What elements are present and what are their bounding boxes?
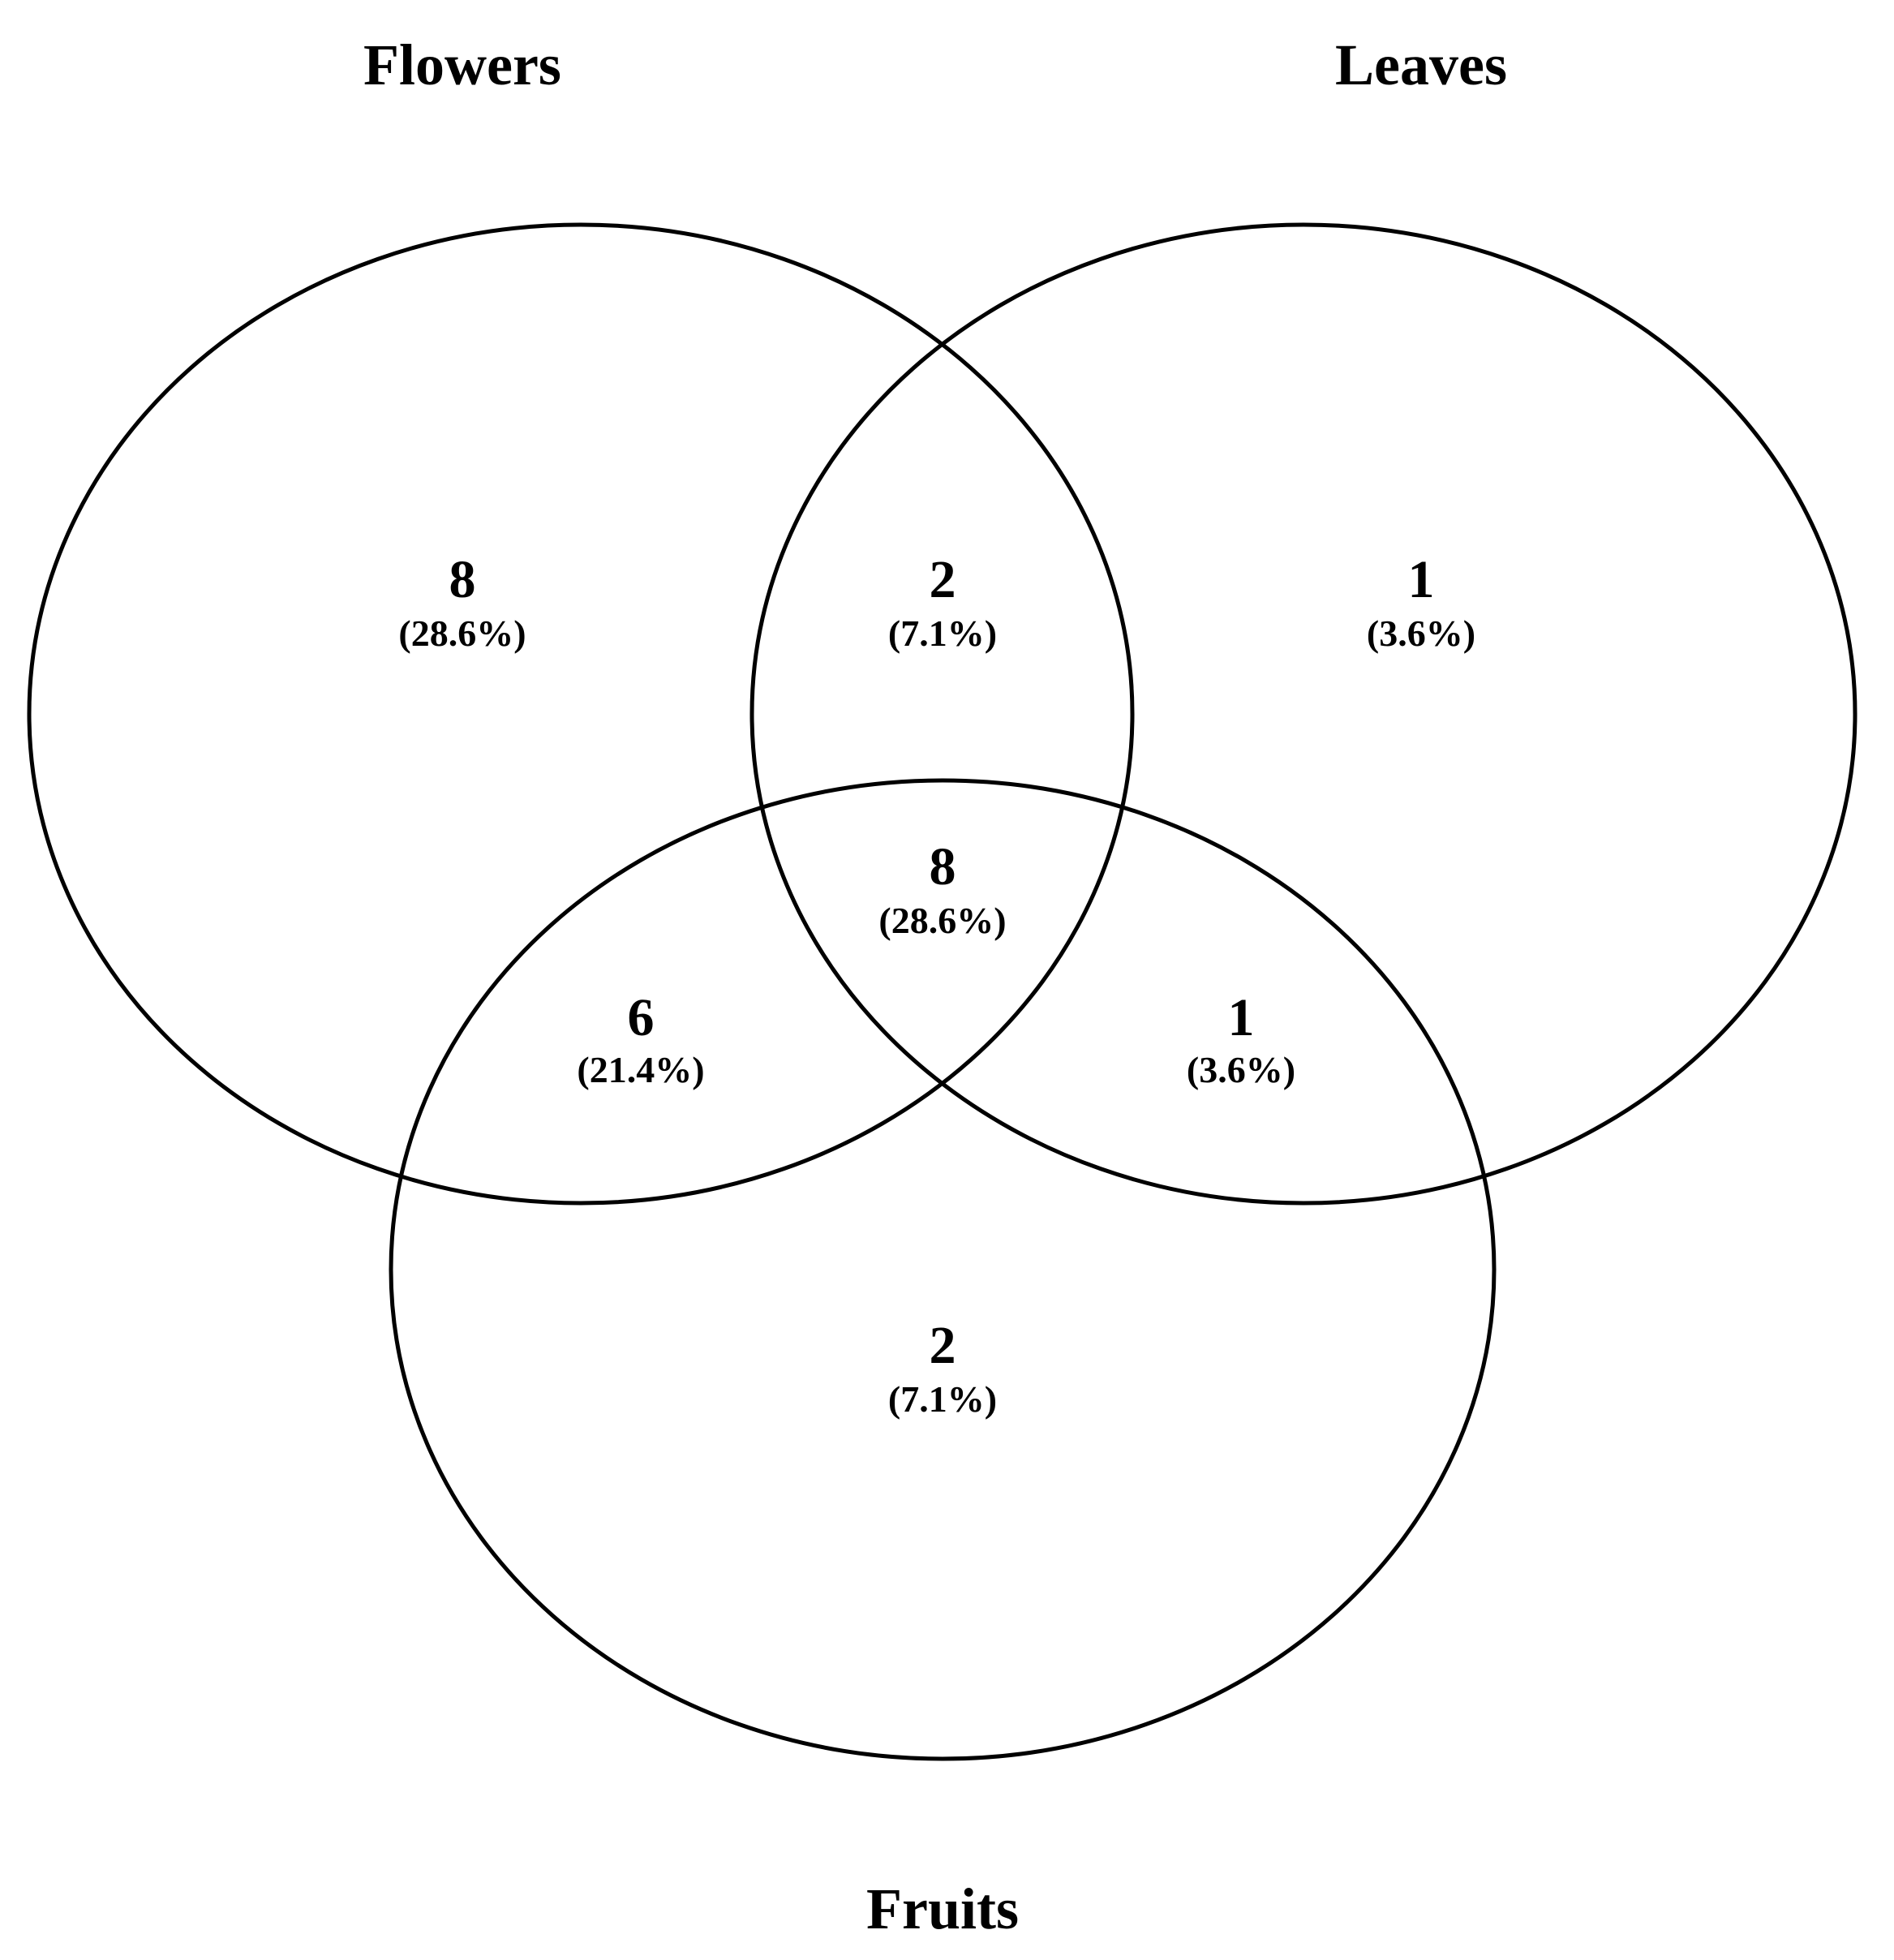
region-percent-leaves-only: (3.6%) [1367, 612, 1475, 654]
region-percent-flowers-only: (28.6%) [398, 612, 526, 654]
region-count-flowers-fruits: 6 [628, 988, 655, 1047]
region-count-all-three: 8 [930, 837, 956, 896]
fruits-circle [389, 778, 1497, 1761]
set-label-leaves: Leaves [1335, 32, 1507, 97]
set-label-flowers: Flowers [363, 32, 561, 97]
region-percent-leaves-fruits: (3.6%) [1187, 1049, 1295, 1090]
region-percent-all-three: (28.6%) [878, 900, 1006, 941]
region-count-fruits-only: 2 [930, 1316, 956, 1375]
region-percent-fruits-only: (7.1%) [888, 1378, 997, 1420]
flowers-circle [27, 222, 1135, 1206]
set-label-fruits: Fruits [866, 1876, 1019, 1941]
region-count-leaves-fruits: 1 [1228, 988, 1255, 1047]
region-count-flowers-leaves: 2 [930, 550, 956, 609]
region-percent-flowers-leaves: (7.1%) [888, 612, 997, 654]
region-count-leaves-only: 1 [1408, 550, 1435, 609]
region-count-flowers-only: 8 [449, 550, 476, 609]
leaves-circle [749, 222, 1857, 1206]
region-percent-flowers-fruits: (21.4%) [577, 1049, 704, 1090]
